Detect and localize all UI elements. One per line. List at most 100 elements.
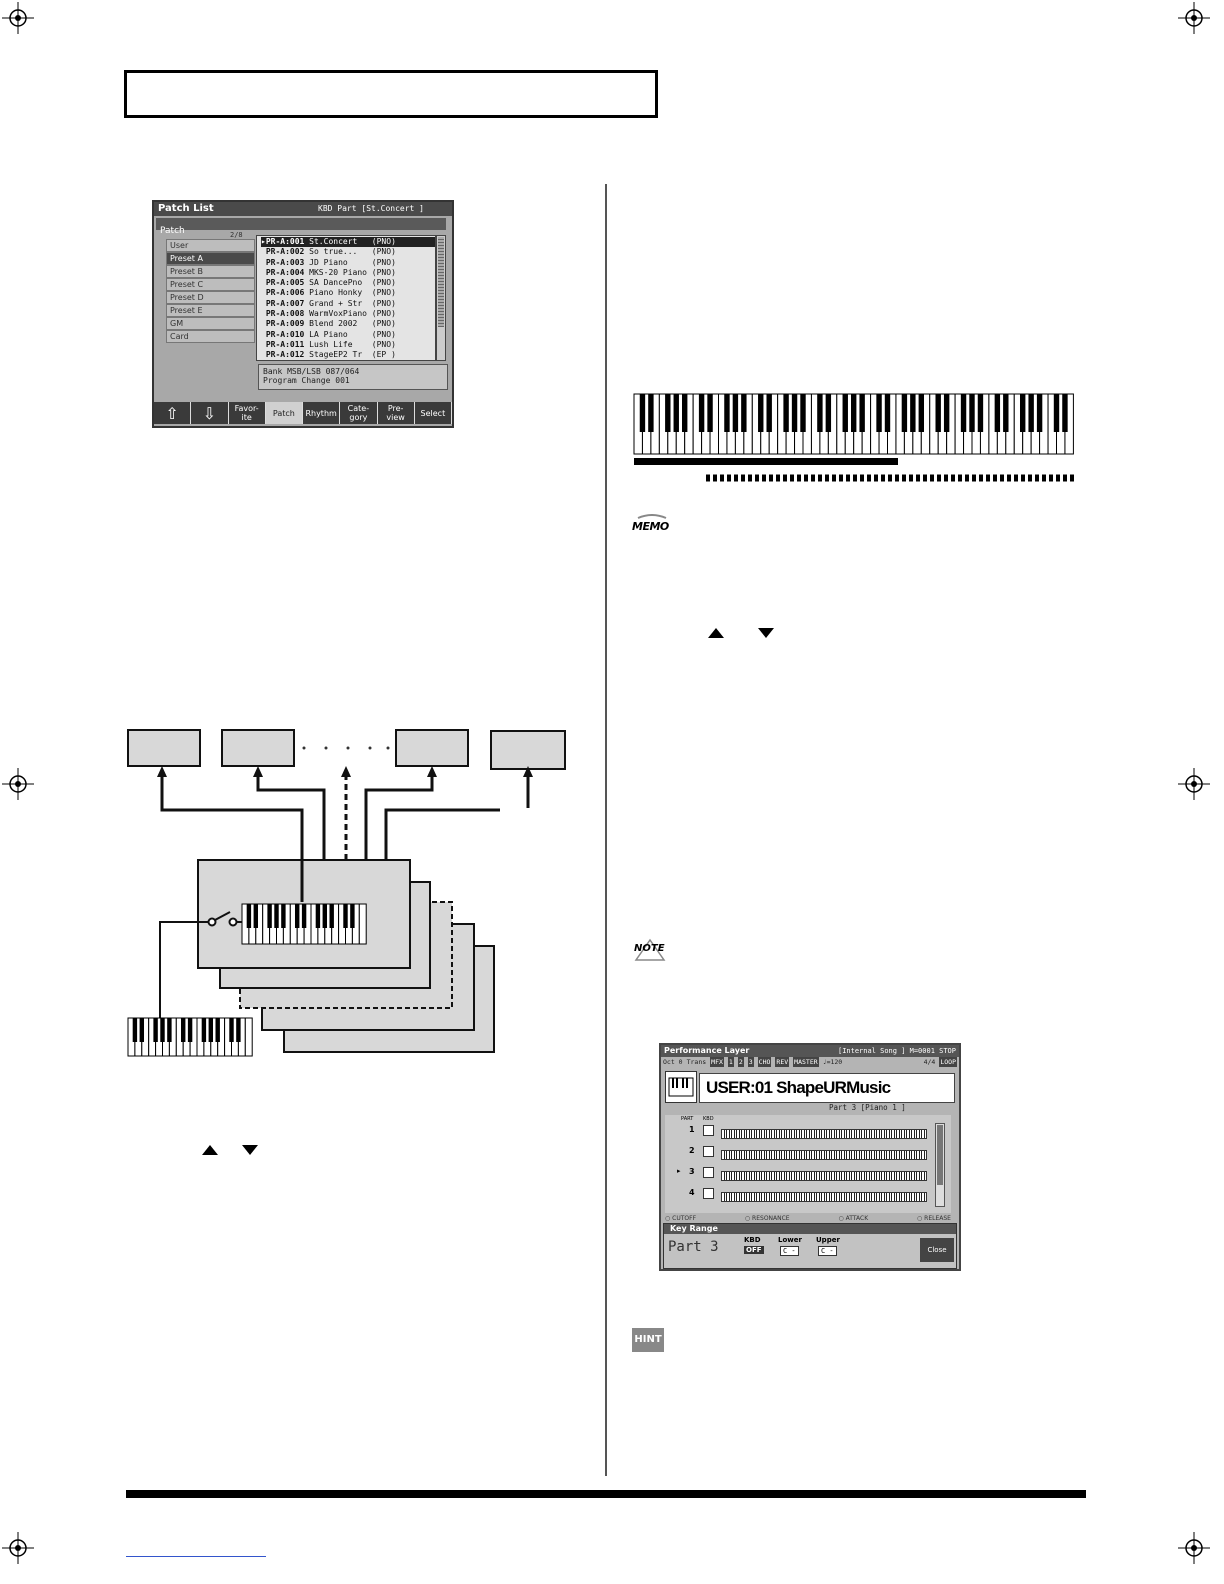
knob-cutoff[interactable]: ○ CUTOFF — [665, 1215, 697, 1222]
knob-attack[interactable]: ○ ATTACK — [838, 1215, 869, 1222]
patch-id: PR-A:012 — [261, 350, 310, 360]
patch-id: PR-A:005 — [261, 278, 310, 288]
patch-row[interactable]: PR-A:003 JD Piano (PNO) — [261, 258, 435, 268]
patch-row[interactable]: PR-A:004 MKS-20 Piano (PNO) — [261, 268, 435, 278]
registration-mark-mid-left — [2, 768, 34, 800]
patch-row[interactable]: PR-A:002 So true... (PNO) — [261, 247, 435, 257]
function-button[interactable]: Patch — [265, 402, 303, 424]
patch-category: (PNO) — [371, 309, 396, 319]
category-item[interactable]: Card — [166, 330, 255, 343]
patch-row[interactable]: PR-A:009 Blend 2002 (PNO) — [261, 319, 435, 329]
tempo: ♩=120 — [822, 1058, 843, 1066]
function-button[interactable]: ⇩ — [191, 402, 229, 424]
key-range-part: Part 3 — [668, 1239, 719, 1255]
category-item[interactable]: GM — [166, 317, 255, 330]
part-key-range-strip[interactable] — [721, 1171, 927, 1181]
category-item[interactable]: Preset B — [166, 265, 255, 278]
layer-routing-diagram — [127, 729, 500, 1057]
category-item[interactable]: Preset C — [166, 278, 255, 291]
category-item[interactable]: Preset E — [166, 304, 255, 317]
part-line: Part 3 [Piano 1 ] — [829, 1103, 906, 1112]
key-range-keyboard — [633, 393, 1074, 482]
knob-row: ○ CUTOFF ○ RESONANCE ○ ATTACK ○ RELEASE — [665, 1215, 951, 1223]
function-button[interactable]: Select — [414, 402, 452, 424]
black-key — [215, 1018, 220, 1042]
destination-box-2 — [221, 729, 295, 767]
patch-id: PR-A:002 — [261, 247, 310, 257]
black-key — [732, 394, 739, 432]
black-key — [960, 394, 967, 432]
category-item[interactable]: Preset A — [166, 252, 255, 265]
black-key — [783, 394, 789, 432]
black-key — [766, 394, 772, 432]
parts-scrollbar[interactable] — [935, 1123, 945, 1207]
function-button[interactable]: ⇧ — [154, 402, 192, 424]
function-button[interactable]: Rhythm — [303, 402, 341, 424]
lower-value[interactable]: C - — [780, 1246, 799, 1256]
function-button[interactable]: Pre- view — [377, 402, 415, 424]
perf-titlebar: Performance Layer [Internal Song ] M=000… — [661, 1045, 959, 1057]
close-button[interactable]: Close — [920, 1238, 954, 1262]
oct-label: Oct 0 — [663, 1058, 683, 1066]
upper-value[interactable]: C - — [818, 1246, 837, 1256]
black-key — [741, 394, 747, 432]
category-item[interactable]: User — [166, 239, 255, 252]
route-arrowheads — [157, 766, 437, 777]
kbd-part-label: KBD Part [St.Concert ] — [318, 204, 424, 213]
rev-label: REV — [775, 1057, 790, 1067]
patch-row[interactable]: PR-A:007 Grand + Str (PNO) — [261, 299, 435, 309]
black-key — [876, 394, 882, 432]
function-button[interactable]: Cate- gory — [340, 402, 378, 424]
part-key-range-strip[interactable] — [721, 1192, 927, 1202]
black-key — [281, 904, 286, 928]
patch-row[interactable]: PR-A:006 Piano Honky (PNO) — [261, 288, 435, 298]
selected-part-marker-icon: ▸ — [677, 1167, 681, 1175]
patch-row[interactable]: PR-A:011 Lush Life (PNO) — [261, 340, 435, 350]
black-key — [350, 904, 355, 928]
black-key — [1036, 394, 1043, 432]
knob-resonance[interactable]: ○ RESONANCE — [744, 1215, 790, 1222]
black-key — [842, 394, 848, 432]
black-key — [800, 394, 806, 432]
part-kbd-checkbox[interactable] — [703, 1188, 714, 1199]
patch-row[interactable]: PR-A:005 SA DancePno (PNO) — [261, 278, 435, 288]
part-kbd-checkbox[interactable] — [703, 1125, 714, 1136]
black-key — [758, 394, 764, 432]
patch-list-scrollbar[interactable] — [436, 235, 446, 361]
part-kbd-checkbox[interactable] — [703, 1167, 714, 1178]
loop-indicator: LOOP — [939, 1057, 957, 1067]
black-key — [943, 394, 950, 432]
black-key — [1062, 394, 1068, 432]
patch-id: PR-A:004 — [261, 267, 310, 277]
function-button[interactable]: Favor- ite — [228, 402, 266, 424]
patch-tab-bar: Patch — [156, 218, 446, 236]
part-key-range-strip[interactable] — [721, 1150, 927, 1160]
parts-scrollbar-thumb[interactable] — [937, 1125, 943, 1185]
up-down-arrows-right — [708, 628, 774, 638]
part-kbd-checkbox[interactable] — [703, 1146, 714, 1157]
white-key — [358, 903, 367, 945]
black-key — [859, 394, 865, 432]
patch-row[interactable]: PR-A:008 WarmVoxPiano (PNO) — [261, 309, 435, 319]
part-key-range-strip[interactable] — [721, 1129, 927, 1139]
key-range-title: Key Range — [664, 1224, 956, 1234]
knob-release[interactable]: ○ RELEASE — [917, 1215, 951, 1222]
patch-name: Blend 2002 — [309, 319, 372, 329]
black-key — [977, 394, 984, 432]
perf-name-box: USER:01 ShapeURMusic — [699, 1073, 955, 1103]
patch-category: (PNO) — [371, 257, 396, 267]
scrollbar-thumb[interactable] — [438, 237, 444, 327]
down-arrow-icon — [242, 1145, 258, 1155]
kbd-value[interactable]: OFF — [744, 1246, 764, 1254]
patch-category: (PNO) — [371, 298, 396, 308]
black-key — [180, 1018, 186, 1042]
patch-row[interactable]: ▸PR-A:001 St.Concert (PNO) — [261, 237, 435, 248]
patch-row[interactable]: PR-A:012 StageEP2 Tr (EP ) — [261, 350, 435, 360]
patch-name: St.Concert — [309, 237, 372, 246]
part-number: 1 — [689, 1125, 695, 1134]
patch-id: PR-A:003 — [261, 257, 310, 267]
patch-row[interactable]: PR-A:010 LA Piano (PNO) — [261, 330, 435, 340]
category-item[interactable]: Preset D — [166, 291, 255, 304]
up-arrow-icon — [202, 1145, 218, 1155]
